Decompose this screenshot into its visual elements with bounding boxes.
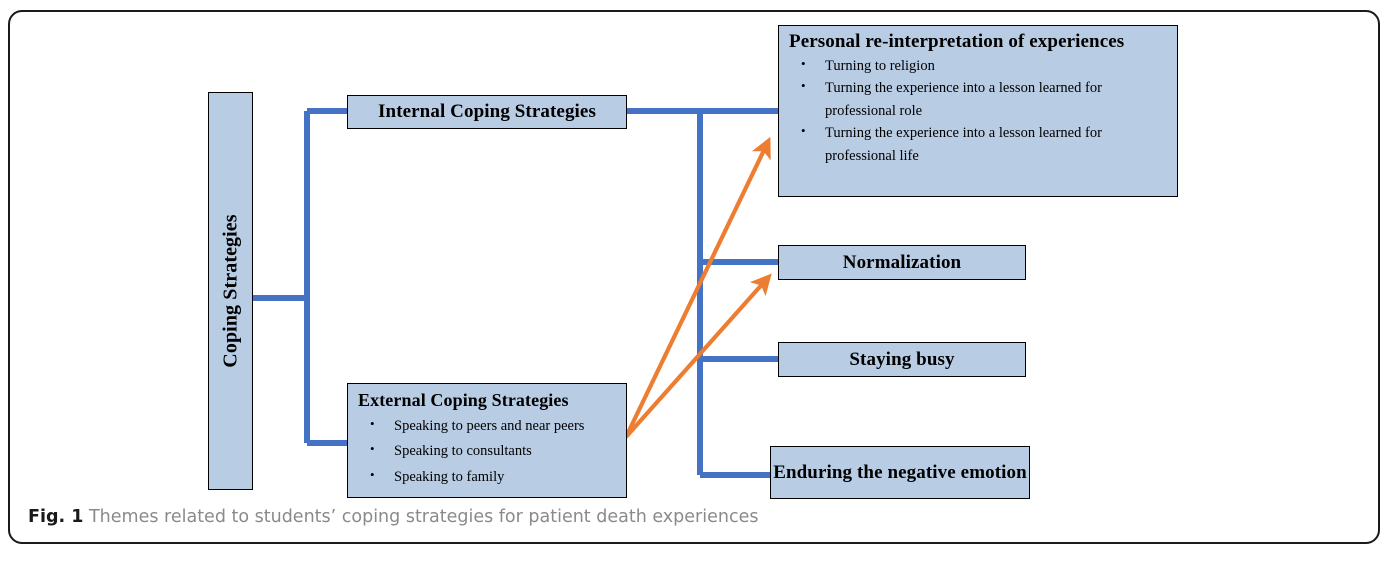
figure-caption: Fig. 1 Themes related to students’ copin… [28,507,1348,527]
node-internal-label: Internal Coping Strategies [378,101,596,122]
node-staying-busy[interactable]: Staying busy [778,342,1026,377]
figure-frame [8,10,1380,544]
node-personal-label: Personal re-interpretation of experience… [789,31,1125,52]
node-external-list: Speaking to peers and near peers Speakin… [358,413,618,490]
figure-caption-text: Themes related to students’ coping strat… [88,507,759,527]
node-personal-reinterpretation[interactable]: Personal re-interpretation of experience… [778,25,1178,197]
list-item: Turning the experience into a lesson lea… [789,121,1167,167]
node-normalization[interactable]: Normalization [778,245,1026,280]
list-item: Turning to religion [789,54,1167,77]
node-enduring-negative-emotion[interactable]: Enduring the negative emotion [770,446,1030,499]
node-personal-list: Turning to religion Turning the experien… [789,54,1167,167]
figure-caption-label: Fig. 1 [28,507,84,527]
list-item: Speaking to consultants [358,438,618,464]
node-root-label: Coping Strategies [219,214,241,368]
node-external-coping-strategies[interactable]: External Coping Strategies Speaking to p… [347,383,627,498]
node-external-label: External Coping Strategies [358,390,569,410]
node-internal-coping-strategies[interactable]: Internal Coping Strategies [347,95,627,129]
list-item: Speaking to peers and near peers [358,413,618,439]
node-normalization-label: Normalization [842,251,962,273]
node-coping-strategies-root[interactable]: Coping Strategies [208,92,253,490]
list-item: Speaking to family [358,464,618,490]
node-enduring-label: Enduring the negative emotion [773,461,1027,483]
node-staying-busy-label: Staying busy [849,348,955,370]
list-item: Turning the experience into a lesson lea… [789,76,1167,122]
